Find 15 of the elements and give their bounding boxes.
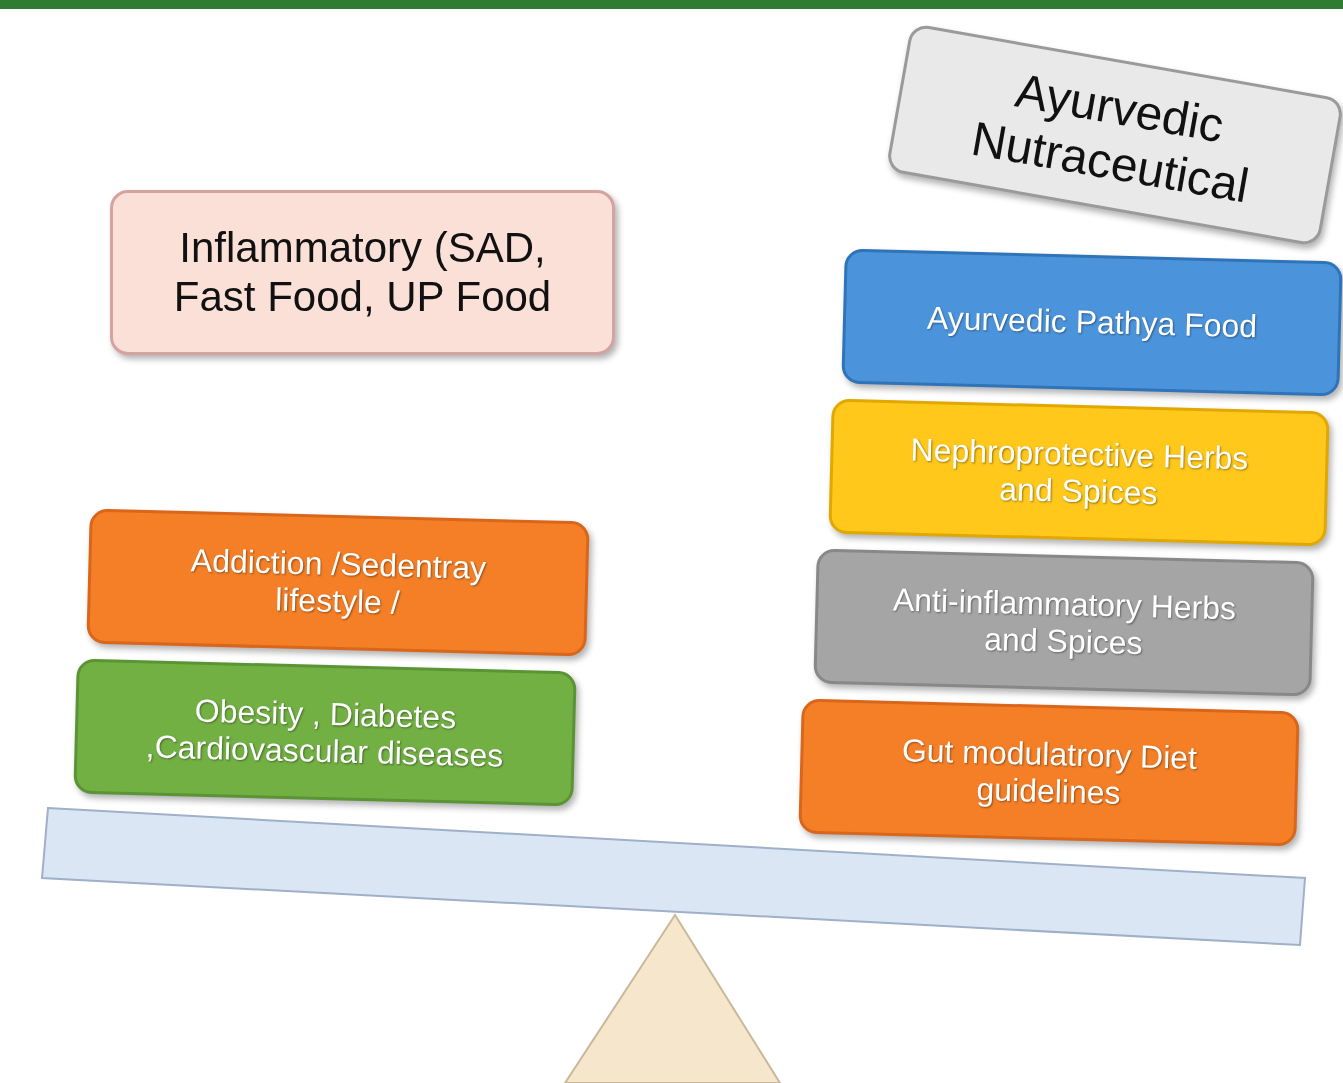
category-box	[813, 548, 1315, 697]
category-box	[73, 658, 577, 807]
category-box	[828, 398, 1330, 547]
box-text: Gut modulatrory Diet guidelines	[900, 730, 1199, 813]
category-box	[841, 248, 1343, 397]
box-text: Inflammatory (SAD, Fast Food, UP Food	[172, 224, 553, 321]
box-text: Addiction /Sedentray lifestyle /	[189, 540, 488, 623]
box-text: Ayurvedic Nutraceutical	[966, 62, 1254, 215]
category-box	[86, 508, 590, 657]
category-box	[798, 698, 1300, 847]
box-text: Ayurvedic Pathya Food	[926, 299, 1258, 346]
box-text: Obesity , Diabetes ,Cardiovascular diseases	[144, 691, 505, 775]
box-text: Nephroprotective Herbs and Spices	[909, 430, 1250, 513]
label-box	[110, 190, 615, 355]
box-text: Anti-inflammatory Herbs and Spices	[891, 580, 1238, 663]
